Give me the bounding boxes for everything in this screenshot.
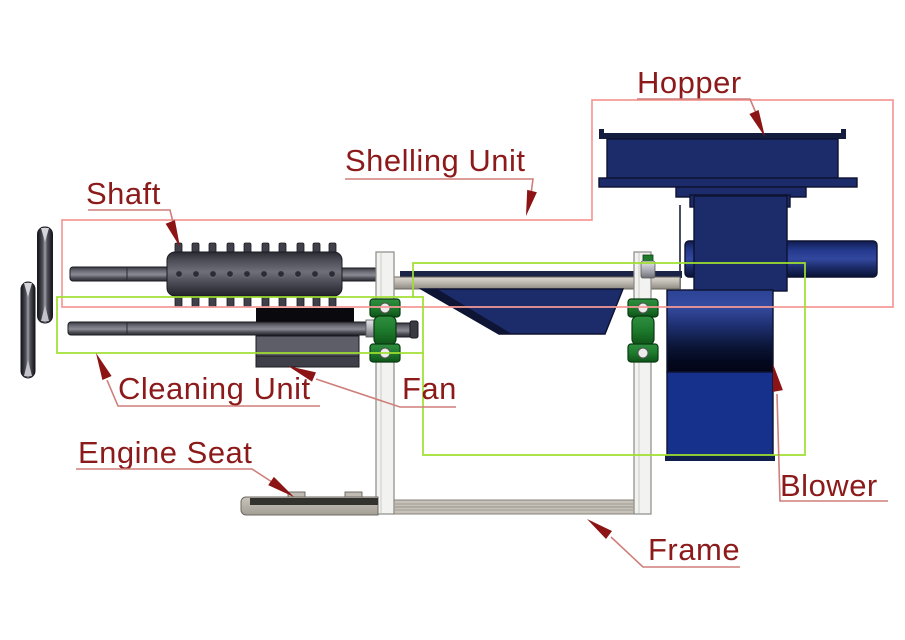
label-cleaning-unit: Cleaning Unit [118, 371, 311, 406]
label-hopper: Hopper [637, 65, 742, 100]
leader-arrow-blower [773, 364, 783, 392]
hopper-part [598, 129, 858, 292]
bearing-left [369, 298, 401, 363]
annotation-overlay: Shaft Shelling Unit Hopper Cleaning Unit… [56, 65, 894, 568]
label-blower: Blower [780, 468, 878, 503]
label-engine-seat: Engine Seat [78, 435, 252, 470]
leader-arrow-shaft [165, 220, 180, 247]
shelling-tray [391, 271, 682, 335]
leader-arrow-engine-seat [268, 476, 294, 497]
highlight-box-fan-blower [412, 262, 806, 456]
label-fan: Fan [402, 371, 457, 406]
cleaning-shaft-stub [393, 320, 419, 339]
label-shaft: Shaft [86, 176, 161, 211]
callout-cleaning-unit: Cleaning Unit [96, 353, 320, 407]
highlight-box-shelling-hopper [61, 99, 894, 308]
callout-shelling-unit: Shelling Unit [345, 143, 537, 216]
pulley-lower [20, 281, 36, 379]
frame-bottom-rail [393, 499, 635, 515]
leader-arrow-hopper [749, 110, 765, 137]
leader-arrow-cleaning [96, 353, 112, 380]
cleaning-shaft [67, 319, 379, 338]
drum-body [166, 251, 343, 297]
callout-engine-seat: Engine Seat [76, 435, 294, 497]
highlight-box-cleaning [56, 296, 424, 354]
label-frame: Frame [648, 532, 740, 567]
engine-seat-part [240, 491, 379, 516]
callout-fan: Fan [288, 366, 457, 408]
frame-post-right [633, 251, 656, 515]
blower-part [665, 289, 775, 461]
pulley-upper [37, 226, 53, 324]
leader-arrow-fan [288, 366, 316, 382]
leader-arrow-shelling [526, 189, 537, 216]
label-shelling-unit: Shelling Unit [345, 143, 526, 178]
machine-assembly [20, 129, 878, 516]
callout-hopper: Hopper [637, 65, 765, 137]
leader-arrow-frame [587, 519, 612, 539]
fan-part [255, 308, 360, 368]
drum-spikes-top [174, 242, 337, 255]
callout-shaft: Shaft [86, 176, 180, 247]
drum-holes [175, 270, 336, 278]
frame-post-left [375, 251, 395, 515]
shelling-drum [166, 242, 343, 308]
callout-frame: Frame [587, 519, 740, 568]
bearing-right [627, 298, 659, 363]
hopper-neck [693, 195, 788, 292]
callout-blower: Blower [773, 364, 888, 503]
